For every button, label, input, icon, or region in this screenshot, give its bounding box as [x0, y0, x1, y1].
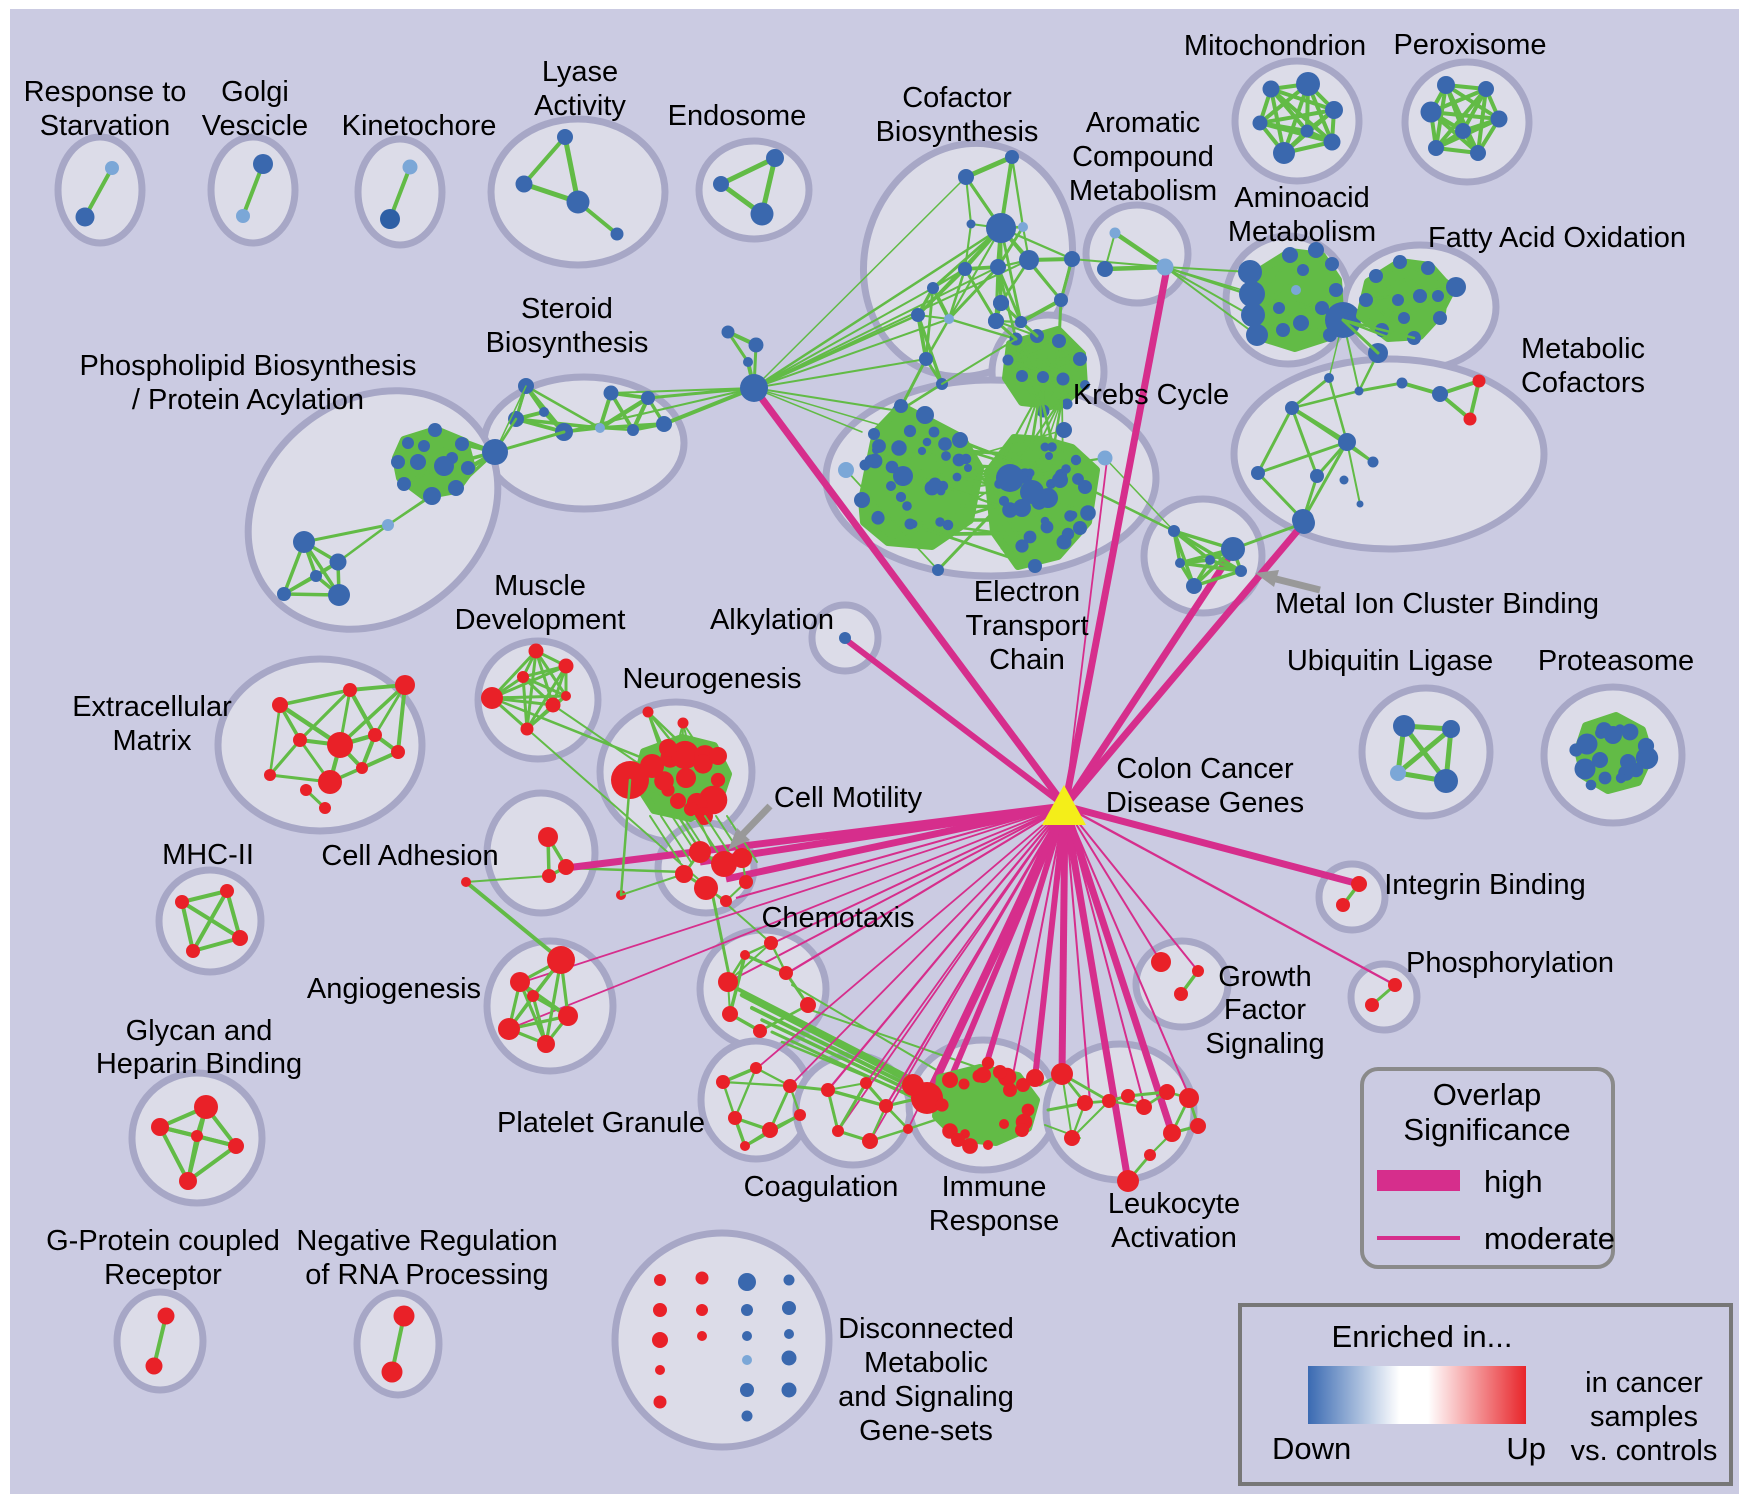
- svg-text:Steroid: Steroid: [521, 293, 613, 325]
- svg-text:Matrix: Matrix: [113, 725, 192, 757]
- svg-text:Significance: Significance: [1403, 1112, 1570, 1147]
- svg-text:high: high: [1484, 1164, 1543, 1199]
- svg-text:Metal Ion Cluster Binding: Metal Ion Cluster Binding: [1275, 588, 1599, 620]
- svg-text:vs. controls: vs. controls: [1571, 1435, 1718, 1467]
- svg-text:Fatty Acid Oxidation: Fatty Acid Oxidation: [1428, 222, 1686, 254]
- svg-text:Metabolism: Metabolism: [1069, 175, 1217, 207]
- svg-text:in cancer: in cancer: [1585, 1367, 1703, 1399]
- svg-text:Compound: Compound: [1072, 141, 1214, 173]
- svg-text:Platelet Granule: Platelet Granule: [497, 1107, 705, 1139]
- svg-text:Golgi: Golgi: [221, 76, 289, 108]
- svg-text:Neurogenesis: Neurogenesis: [623, 663, 802, 695]
- svg-text:Muscle: Muscle: [494, 570, 586, 602]
- svg-text:Coagulation: Coagulation: [744, 1171, 899, 1203]
- svg-text:Disconnected: Disconnected: [838, 1313, 1014, 1345]
- svg-text:Electron: Electron: [974, 576, 1080, 608]
- svg-text:Factor: Factor: [1224, 994, 1307, 1026]
- svg-text:Proteasome: Proteasome: [1538, 645, 1694, 677]
- svg-text:/ Protein Acylation: / Protein Acylation: [132, 384, 364, 416]
- svg-text:Aromatic: Aromatic: [1086, 107, 1200, 139]
- svg-text:Metabolic: Metabolic: [1521, 333, 1645, 365]
- svg-text:Metabolic: Metabolic: [864, 1347, 988, 1379]
- svg-text:Signaling: Signaling: [1205, 1028, 1324, 1060]
- svg-text:Endosome: Endosome: [668, 100, 807, 132]
- svg-text:Phospholipid Biosynthesis: Phospholipid Biosynthesis: [80, 350, 417, 382]
- svg-text:and Signaling: and Signaling: [838, 1381, 1014, 1413]
- svg-text:Activation: Activation: [1111, 1222, 1237, 1254]
- svg-text:Cell Motility: Cell Motility: [774, 782, 923, 814]
- svg-text:samples: samples: [1590, 1401, 1698, 1433]
- svg-text:Immune: Immune: [942, 1171, 1047, 1203]
- svg-text:of RNA Processing: of RNA Processing: [305, 1259, 548, 1291]
- svg-text:Lyase: Lyase: [542, 56, 618, 88]
- svg-text:Biosynthesis: Biosynthesis: [876, 116, 1039, 148]
- svg-text:Kinetochore: Kinetochore: [342, 110, 497, 142]
- svg-text:Enriched in...: Enriched in...: [1332, 1319, 1513, 1354]
- svg-text:moderate: moderate: [1484, 1221, 1615, 1256]
- svg-text:Colon Cancer: Colon Cancer: [1116, 753, 1294, 785]
- svg-text:G-Protein coupled: G-Protein coupled: [46, 1225, 280, 1257]
- svg-text:Down: Down: [1272, 1431, 1351, 1466]
- svg-text:Peroxisome: Peroxisome: [1393, 29, 1546, 61]
- svg-text:Extracellular: Extracellular: [72, 691, 232, 723]
- svg-text:Vescicle: Vescicle: [202, 110, 308, 142]
- svg-text:Mitochondrion: Mitochondrion: [1184, 30, 1366, 62]
- svg-text:Negative Regulation: Negative Regulation: [296, 1225, 557, 1257]
- svg-text:Integrin Binding: Integrin Binding: [1384, 869, 1586, 901]
- svg-text:Cofactors: Cofactors: [1521, 367, 1645, 399]
- svg-text:Activity: Activity: [534, 90, 626, 122]
- svg-text:Chain: Chain: [989, 644, 1065, 676]
- svg-text:Metabolism: Metabolism: [1228, 216, 1376, 248]
- svg-text:Ubiquitin Ligase: Ubiquitin Ligase: [1287, 645, 1493, 677]
- svg-text:Response: Response: [929, 1205, 1060, 1237]
- svg-text:MHC-II: MHC-II: [162, 839, 254, 871]
- svg-text:Development: Development: [455, 604, 626, 636]
- svg-text:Krebs Cycle: Krebs Cycle: [1073, 379, 1229, 411]
- svg-text:Angiogenesis: Angiogenesis: [307, 973, 481, 1005]
- svg-text:Alkylation: Alkylation: [710, 604, 834, 636]
- svg-text:Aminoacid: Aminoacid: [1234, 182, 1369, 214]
- svg-text:Glycan and: Glycan and: [126, 1015, 273, 1047]
- svg-text:Overlap: Overlap: [1433, 1077, 1542, 1112]
- svg-text:Heparin Binding: Heparin Binding: [96, 1048, 302, 1080]
- svg-text:Transport: Transport: [965, 610, 1088, 642]
- svg-text:Chemotaxis: Chemotaxis: [761, 902, 914, 934]
- svg-text:Disease Genes: Disease Genes: [1106, 787, 1304, 819]
- svg-text:Cofactor: Cofactor: [902, 82, 1012, 114]
- svg-text:Starvation: Starvation: [40, 110, 171, 142]
- svg-text:Biosynthesis: Biosynthesis: [486, 327, 649, 359]
- svg-text:Up: Up: [1506, 1431, 1546, 1466]
- svg-text:Phosphorylation: Phosphorylation: [1406, 947, 1614, 979]
- svg-text:Leukocyte: Leukocyte: [1108, 1188, 1240, 1220]
- svg-text:Growth: Growth: [1218, 961, 1311, 993]
- svg-text:Receptor: Receptor: [104, 1259, 222, 1291]
- svg-text:Cell Adhesion: Cell Adhesion: [321, 840, 498, 872]
- svg-text:Gene-sets: Gene-sets: [859, 1415, 993, 1447]
- svg-text:Response to: Response to: [24, 76, 187, 108]
